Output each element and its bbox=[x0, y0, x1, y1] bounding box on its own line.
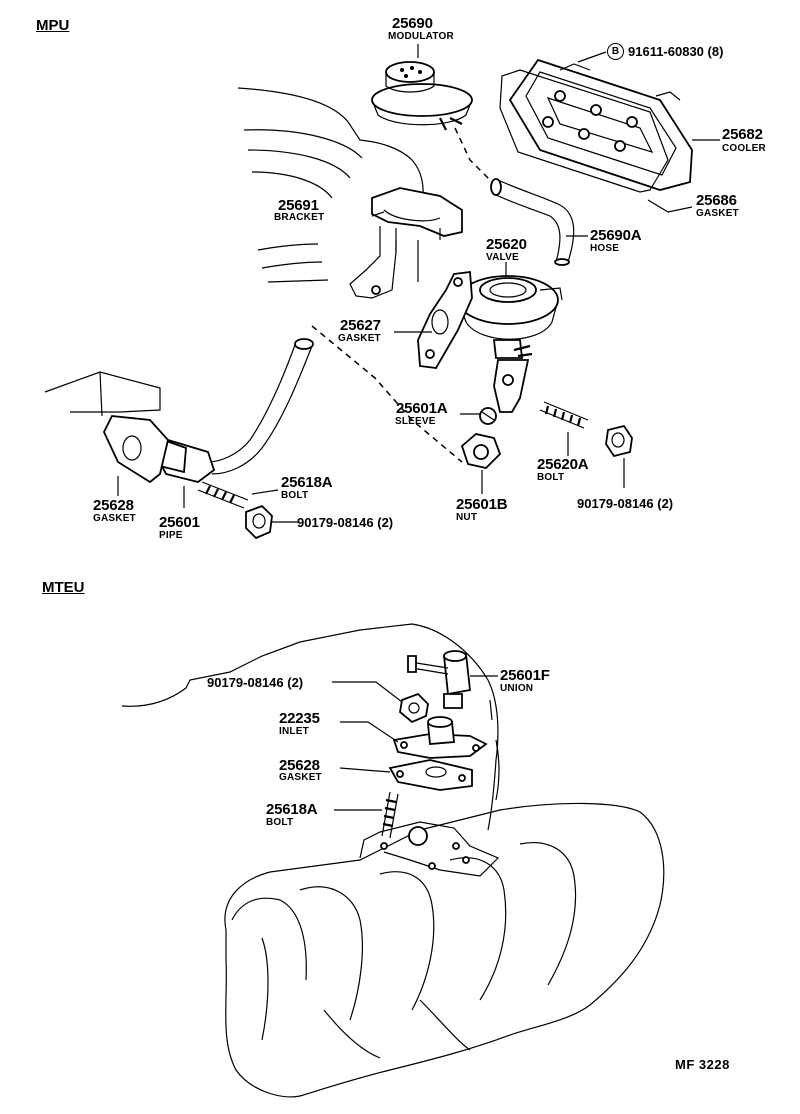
section-title-mpu: MPU bbox=[36, 17, 70, 34]
nut-90179-mteu-part bbox=[399, 692, 429, 724]
engine-outline-left bbox=[44, 371, 161, 417]
dashed-line-modulator-hose bbox=[454, 127, 493, 183]
dashed-line-pipe-nut bbox=[311, 325, 463, 463]
part-name-hose: HOSE bbox=[590, 243, 620, 254]
mteu-leader-lines bbox=[332, 675, 498, 811]
part-number-bolt-25620a: 25620A bbox=[537, 456, 589, 473]
bolt-25620a-part bbox=[539, 401, 589, 429]
part-number-pipe: 25601 bbox=[159, 514, 200, 531]
gasket-25627-part bbox=[417, 270, 473, 369]
gasket-25628-part bbox=[103, 415, 169, 484]
part-number-nut-90179-mteu: 90179-08146 (2) bbox=[207, 675, 304, 690]
part-number-inlet: 22235 bbox=[279, 710, 320, 727]
bolt-25618a-part bbox=[197, 481, 249, 509]
part-number-gasket-25627: 25627 bbox=[340, 317, 381, 334]
part-name-bracket: BRACKET bbox=[274, 212, 325, 223]
part-number-gasket-25686: 25686 bbox=[696, 192, 737, 209]
part-number-union: 25601F bbox=[500, 667, 550, 684]
part-number-hose: 25690A bbox=[590, 227, 642, 244]
part-number-gasket-25628-mteu: 25628 bbox=[279, 757, 320, 774]
part-name-nut-25601b: NUT bbox=[456, 512, 478, 523]
part-name-cooler: COOLER bbox=[722, 143, 766, 154]
pipe-part bbox=[156, 338, 314, 483]
part-number-bolt-25618a: 25618A bbox=[281, 474, 333, 491]
part-number-bolt-25618a-mteu: 25618A bbox=[266, 801, 318, 818]
engine-outline-lower bbox=[121, 623, 500, 831]
part-name-gasket-25628: GASKET bbox=[93, 513, 136, 524]
part-name-bolt-25618a-mteu: BOLT bbox=[266, 817, 294, 828]
part-name-bolt-25620a: BOLT bbox=[537, 472, 565, 483]
part-name-union: UNION bbox=[500, 683, 534, 694]
part-name-sleeve: SLEEVE bbox=[395, 416, 436, 427]
part-number-clip-bolt: 91611-60830 (8) bbox=[628, 44, 724, 59]
nut-90179-right-part bbox=[605, 424, 633, 458]
sleeve-part bbox=[479, 407, 497, 425]
gasket-25628-mteu-part bbox=[388, 759, 473, 791]
part-number-modulator: 25690 bbox=[392, 15, 433, 32]
part-name-bolt-25618a: BOLT bbox=[281, 490, 309, 501]
part-name-gasket-25627: GASKET bbox=[338, 333, 381, 344]
part-number-gasket-25628: 25628 bbox=[93, 497, 134, 514]
part-name-modulator: MODULATOR bbox=[388, 31, 454, 42]
part-name-gasket-25628-mteu: GASKET bbox=[279, 772, 322, 783]
part-number-nut-90179-right: 90179-08146 (2) bbox=[577, 496, 674, 511]
bolt-25618a-mteu-part bbox=[381, 791, 399, 839]
part-number-cooler: 25682 bbox=[722, 126, 763, 143]
figure-code: MF 3228 bbox=[675, 1057, 730, 1072]
nut-90179-left-part bbox=[245, 504, 273, 540]
part-number-valve: 25620 bbox=[486, 236, 527, 253]
union-part bbox=[407, 650, 471, 709]
part-number-bracket: 25691 bbox=[278, 197, 319, 214]
cooler-part bbox=[508, 58, 693, 191]
engine-outline-upper bbox=[237, 87, 424, 283]
mpu-leader-lines bbox=[117, 44, 720, 523]
intake-manifold bbox=[224, 802, 665, 1098]
part-name-pipe: PIPE bbox=[159, 530, 183, 541]
valve-part bbox=[457, 275, 563, 413]
section-title-mteu: MTEU bbox=[42, 579, 85, 596]
part-number-nut-25601b: 25601B bbox=[456, 496, 508, 513]
badge-b-icon: B bbox=[607, 43, 624, 60]
part-name-valve: VALVE bbox=[486, 252, 519, 263]
nut-25601b-part bbox=[460, 433, 502, 469]
hose-part bbox=[490, 178, 575, 266]
gasket-25686-part bbox=[499, 69, 669, 193]
part-number-nut-90179-left: 90179-08146 (2) bbox=[297, 515, 394, 530]
bracket-part bbox=[349, 187, 463, 299]
part-number-sleeve: 25601A bbox=[396, 400, 448, 417]
part-name-inlet: INLET bbox=[279, 726, 309, 737]
modulator-part bbox=[371, 61, 473, 131]
inlet-part bbox=[392, 716, 488, 759]
part-name-gasket-25686: GASKET bbox=[696, 208, 739, 219]
